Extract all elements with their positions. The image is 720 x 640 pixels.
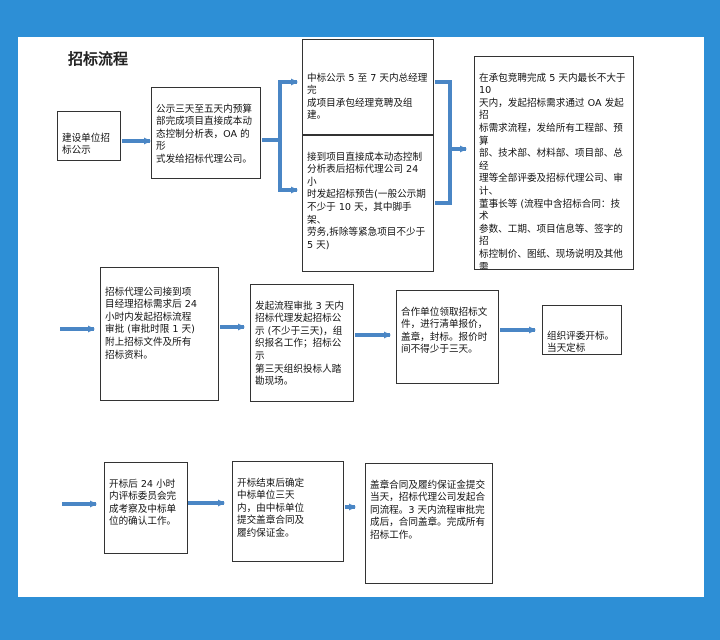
- node-n1: 建设单位招 标公示: [57, 111, 121, 161]
- node-n9: 组织评委开标。 当天定标: [542, 305, 622, 355]
- node-n12-text: 盖章合同及履约保证金提交 当天，招标代理公司发起合 同流程。3 天内流程审批完 …: [370, 479, 486, 541]
- node-n3-text: 中标公示 5 至 7 天内总经理完 成项目承包经理竞聘及组建。: [307, 72, 428, 122]
- node-n2-text: 公示三天至五天内预算 部完成项目直接成本动 态控制分析表，OA 的形 式发给招标…: [156, 103, 252, 165]
- node-n4-text: 接到项目直接成本动态控制 分析表后招标代理公司 24 小 时发起招标预告(一般公…: [307, 151, 426, 251]
- arrow-n2-n3: [262, 78, 298, 142]
- arrows-layer: [60, 78, 536, 511]
- arrow-n4-n5: [435, 145, 467, 205]
- diagram-canvas: 招标流程 建设单位招 标公示 公示三天至五天内预算 部完成项目直接成本动 态控制…: [18, 37, 704, 597]
- node-n8-text: 合作单位领取招标文 件，进行清单报价， 盖章，封标。报价时 间不得少于三天。: [401, 306, 488, 356]
- diagram-title: 招标流程: [68, 50, 129, 68]
- node-n10-text: 开标后 24 小时 内评标委员会完 成考察及中标单 位的确认工作。: [109, 478, 177, 528]
- node-n1-text: 建设单位招 标公示: [62, 132, 110, 157]
- node-n6: 招标代理公司接到项 目经理招标需求后 24 小时内发起招标流程 审批 (审批时限…: [100, 267, 219, 401]
- node-n4: 接到项目直接成本动态控制 分析表后招标代理公司 24 小 时发起招标预告(一般公…: [302, 135, 434, 272]
- node-n3: 中标公示 5 至 7 天内总经理完 成项目承包经理竞聘及组建。: [302, 39, 434, 135]
- node-n7: 发起流程审批 3 天内 招标代理发起招标公 示 (不少于三天)，组 织报名工作；…: [250, 284, 354, 402]
- node-n2: 公示三天至五天内预算 部完成项目直接成本动 态控制分析表，OA 的形 式发给招标…: [151, 87, 261, 179]
- node-n7-text: 发起流程审批 3 天内 招标代理发起招标公 示 (不少于三天)，组 织报名工作；…: [255, 300, 344, 388]
- arrow-n2-n4: [278, 140, 298, 194]
- node-n10: 开标后 24 小时 内评标委员会完 成考察及中标单 位的确认工作。: [104, 462, 188, 554]
- node-n5: 在承包竞聘完成 5 天内最长不大于 10 天内，发起招标需求通过 OA 发起招 …: [474, 56, 634, 270]
- node-n11: 开标结束后确定 中标单位三天 内，由中标单位 提交盖章合同及 履约保证金。: [232, 461, 344, 562]
- node-n11-text: 开标结束后确定 中标单位三天 内，由中标单位 提交盖章合同及 履约保证金。: [237, 477, 305, 539]
- node-n5-text: 在承包竞聘完成 5 天内最长不大于 10 天内，发起招标需求通过 OA 发起招 …: [479, 72, 626, 270]
- node-n9-text: 组织评委开标。 当天定标: [547, 330, 615, 355]
- arrow-n3-n5: [435, 80, 452, 149]
- node-n6-text: 招标代理公司接到项 目经理招标需求后 24 小时内发起招标流程 审批 (审批时限…: [105, 286, 198, 361]
- node-n12: 盖章合同及履约保证金提交 当天，招标代理公司发起合 同流程。3 天内流程审批完 …: [365, 463, 493, 584]
- node-n8: 合作单位领取招标文 件，进行清单报价， 盖章，封标。报价时 间不得少于三天。: [396, 290, 499, 384]
